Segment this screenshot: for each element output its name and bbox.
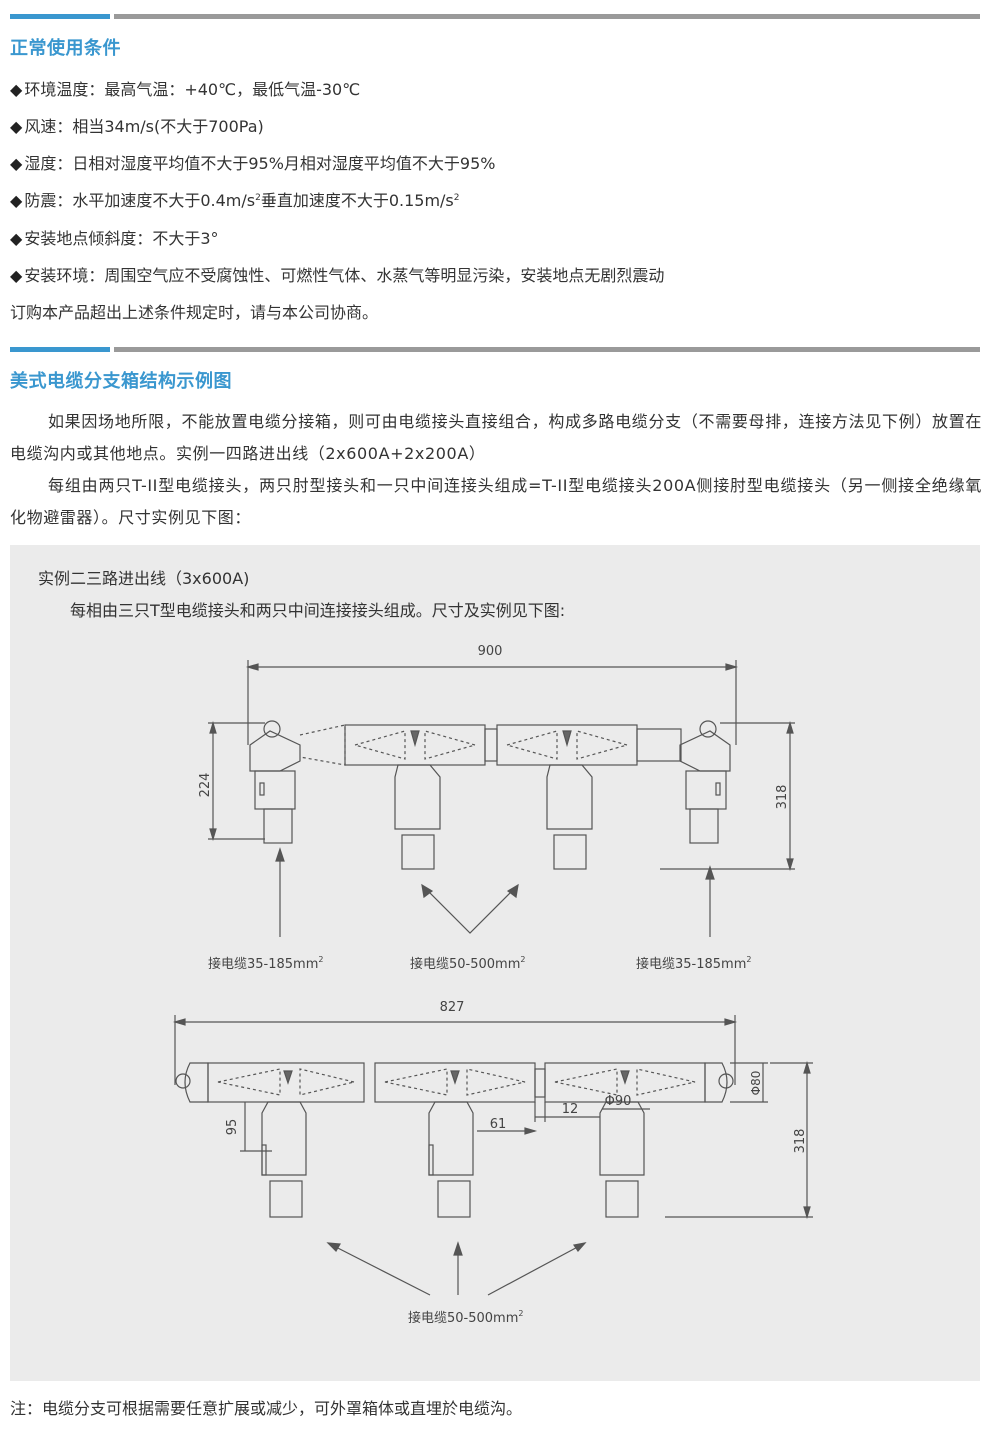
condition-seismic: ◆防震：水平加速度不大于0.4m/s2垂直加速度不大于0.15m/s2	[10, 191, 460, 210]
bullet-icon: ◆	[10, 154, 23, 173]
dim-height-318: 318	[775, 785, 790, 810]
dim-phi90: Φ90	[605, 1094, 632, 1109]
condition-humidity: ◆湿度：日相对湿度平均值不大于95%月相对湿度平均值不大于95%	[10, 154, 496, 173]
bullet-icon: ◆	[10, 266, 23, 285]
diagram-panel: 实例二三路进出线（3x600A) 每相由三只T型电缆接头和两只中间连接接头组成。…	[10, 545, 980, 1381]
label-cable-bottom: 接电缆50-500mm2	[408, 1309, 523, 1326]
condition-environment: ◆安装环境：周围空气应不受腐蚀性、可燃性气体、水蒸气等明显污染，安装地点无剧烈震…	[10, 266, 665, 285]
section-title-structure: 美式电缆分支箱结构示例图	[10, 371, 232, 392]
footnote: 注：电缆分支可根据需要任意扩展或减少，可外罩箱体或直埋於电缆沟。	[10, 1399, 523, 1418]
label-cable-right: 接电缆35-185mm2	[636, 955, 751, 972]
condition-temperature: ◆环境温度：最高气温：+40℃，最低气温-30℃	[10, 80, 361, 99]
condition-wind: ◆风速：相当34m/s(不大于700Pa)	[10, 117, 264, 136]
condition-incline: ◆安装地点倾斜度：不大于3°	[10, 229, 219, 248]
bullet-icon: ◆	[10, 229, 23, 248]
example-title: 实例二三路进出线（3x600A)	[38, 569, 250, 588]
diagram-four-way: 900 224 318 接电缆35-185mm2 接电缆50-500mm2 接电…	[198, 644, 795, 972]
structure-description: 如果因场地所限，不能放置电缆分接箱，则可由电缆接头直接组合，构成多路电缆分支（不…	[10, 406, 982, 534]
dim-height-224: 224	[198, 773, 213, 798]
dim-phi80: Φ80	[749, 1071, 763, 1096]
section-title-conditions: 正常使用条件	[10, 38, 121, 59]
bullet-icon: ◆	[10, 191, 23, 210]
example-description: 每相由三只T型电缆接头和两只中间连接接头组成。尺寸及实例见下图:	[70, 601, 566, 620]
bullet-icon: ◆	[10, 117, 23, 136]
dim-12: 12	[562, 1102, 579, 1117]
label-cable-left: 接电缆35-185mm2	[208, 955, 323, 972]
dim-61: 61	[490, 1117, 507, 1132]
paragraph: 如果因场地所限，不能放置电缆分接箱，则可由电缆接头直接组合，构成多路电缆分支（不…	[10, 412, 982, 463]
label-cable-center: 接电缆50-500mm2	[410, 955, 525, 972]
diagram-three-way: 827 Φ80 318 12 61 Φ90 95 接电缆50-500mm2	[172, 1000, 813, 1326]
section-divider	[10, 14, 980, 19]
bullet-icon: ◆	[10, 80, 23, 99]
dim-width-900: 900	[478, 644, 503, 659]
paragraph: 每组由两只T-II型电缆接头，两只肘型接头和一只中间连接头组成=T-II型电缆接…	[10, 476, 982, 527]
dim-width-827: 827	[440, 1000, 465, 1015]
section-divider	[10, 347, 980, 352]
conditions-footer: 订购本产品超出上述条件规定时，请与本公司协商。	[10, 303, 379, 322]
dim-95: 95	[225, 1119, 240, 1136]
dim-height-318: 318	[793, 1129, 808, 1154]
